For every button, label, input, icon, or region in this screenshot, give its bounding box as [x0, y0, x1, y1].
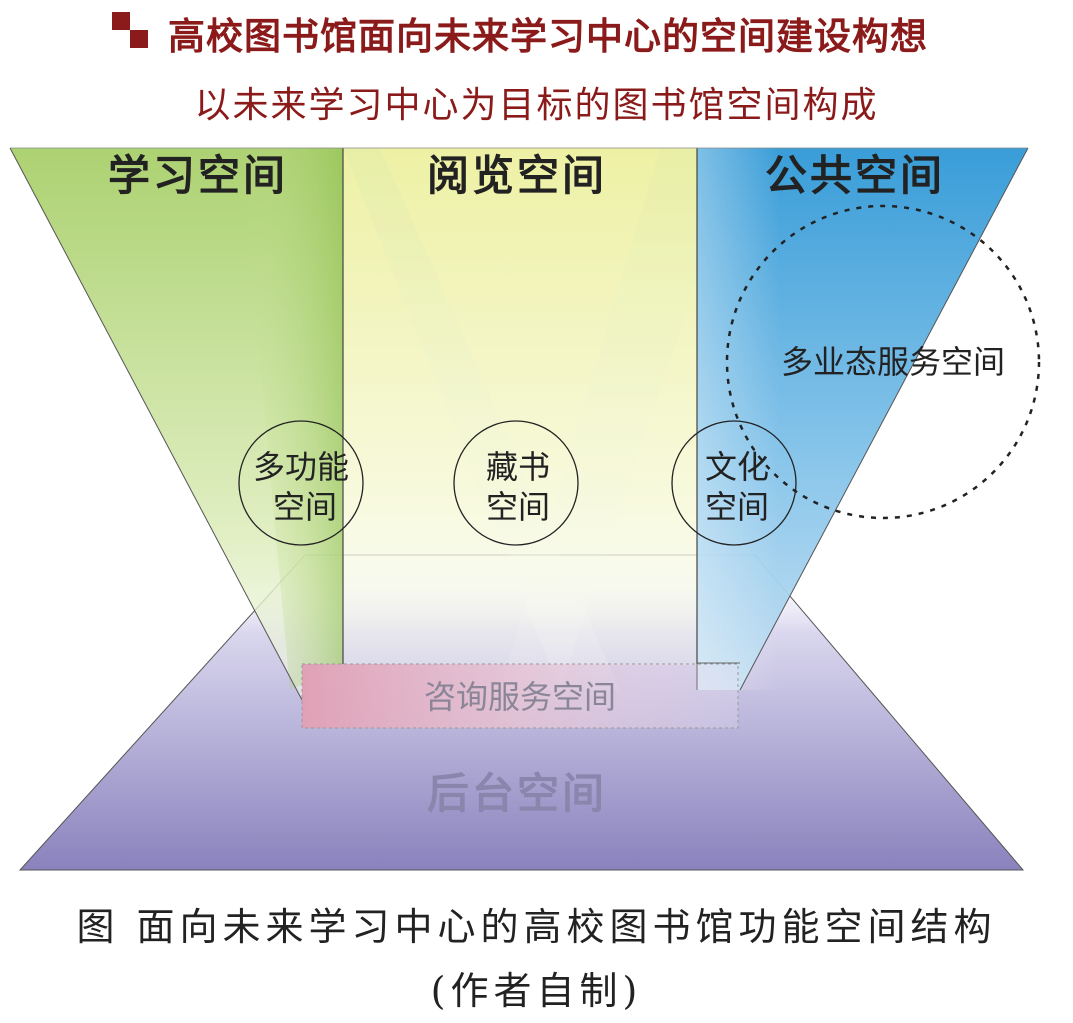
consulting-label: 咨询服务空间 [424, 678, 616, 716]
multifunction-label-line1: 多功能 [253, 448, 349, 486]
page-subtitle: 以未来学习中心为目标的图书馆空间构成 [194, 85, 879, 126]
service-circle-outline [725, 204, 1041, 520]
figure-note: (作者自制) [430, 969, 643, 1013]
consulting-rect [301, 663, 739, 729]
space-structure-diagram: 学习空间 阅览空间 公共空间 多业态服务空间 多功能 空间 藏书 空间 文化 空… [9, 147, 1041, 871]
logo-squares-icon [112, 12, 152, 48]
culture-label-line1: 文化 [705, 448, 769, 486]
learning-space-label: 学习空间 [108, 151, 288, 200]
header: 高校图书馆面向未来学习中心的空间建设构想 以未来学习中心为目标的图书馆空间构成 [0, 0, 1073, 140]
multifunction-circle [238, 420, 364, 546]
backstage-label: 后台空间 [427, 769, 607, 818]
multifunction-label-line2: 空间 [273, 488, 337, 526]
culture-circle [671, 420, 797, 546]
reading-space-label: 阅览空间 [427, 151, 607, 200]
service-circle-label: 多业态服务空间 [781, 343, 1005, 381]
culture-label-line2: 空间 [705, 488, 769, 526]
figure-caption: 图 面向未来学习中心的高校图书馆功能空间结构 [76, 905, 997, 949]
collection-label-line2: 空间 [486, 488, 550, 526]
collection-label-line1: 藏书 [486, 448, 550, 486]
public-space-label: 公共空间 [765, 151, 945, 200]
page-title: 高校图书馆面向未来学习中心的空间建设构想 [168, 14, 928, 58]
collection-circle [453, 420, 579, 546]
